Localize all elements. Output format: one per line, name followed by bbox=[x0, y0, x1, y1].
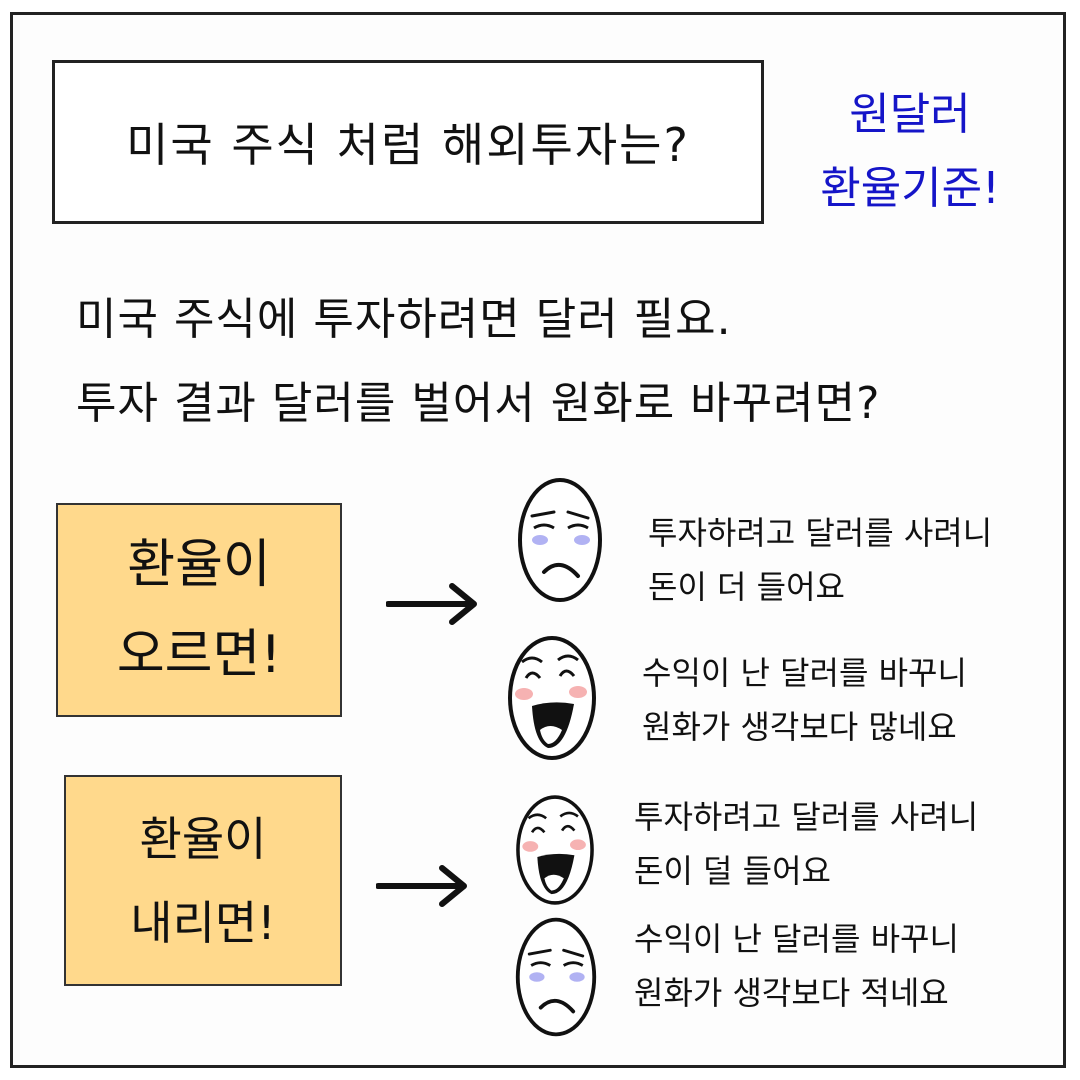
intro-text: 미국 주식에 투자하려면 달러 필요. 투자 결과 달러를 벌어서 원화로 바꾸… bbox=[76, 278, 1036, 446]
rate-up-outcome-2-line1: 수익이 난 달러를 바꾸니 bbox=[642, 654, 967, 692]
intro-line2: 투자 결과 달러를 벌어서 원화로 바꾸려면? bbox=[76, 378, 881, 429]
side-note: 원달러 환율기준! bbox=[800, 78, 1020, 226]
rate-up-outcome-2: 수익이 난 달러를 바꾸니 원화가 생각보다 많네요 bbox=[642, 646, 967, 754]
rate-up-label-line2: 오르면! bbox=[116, 625, 282, 685]
rate-down-label-line1: 환율이 bbox=[139, 811, 267, 866]
right-arrow-icon bbox=[386, 583, 477, 625]
rate-down-outcome-1-line2: 돈이 덜 들어요 bbox=[634, 852, 831, 890]
rate-down-outcome-1: 투자하려고 달러를 사려니 돈이 덜 들어요 bbox=[634, 790, 978, 898]
rate-up-outcome-1-line2: 돈이 더 들어요 bbox=[648, 568, 845, 606]
rate-down-outcome-2: 수익이 난 달러를 바꾸니 원화가 생각보다 적네요 bbox=[634, 912, 959, 1020]
title-box: 미국 주식 처럼 해외투자는? bbox=[52, 60, 764, 224]
rate-up-note: 환율이 오르면! bbox=[56, 503, 342, 717]
happy-face-icon bbox=[516, 795, 594, 905]
rate-up-outcome-2-line2: 원화가 생각보다 많네요 bbox=[642, 708, 957, 746]
rate-down-label-line2: 내리면! bbox=[130, 895, 276, 950]
happy-face-icon bbox=[508, 636, 596, 760]
rate-up-outcome-1-line1: 투자하려고 달러를 사려니 bbox=[648, 514, 993, 552]
rate-down-outcome-1-line1: 투자하려고 달러를 사려니 bbox=[634, 798, 979, 836]
rate-down-outcome-2-line2: 원화가 생각보다 적네요 bbox=[634, 974, 949, 1012]
sad-face-icon bbox=[518, 478, 602, 602]
side-note-line2: 환율기준! bbox=[820, 163, 1000, 214]
side-note-line1: 원달러 bbox=[849, 89, 971, 140]
sad-face-icon bbox=[515, 917, 597, 1037]
rate-down-outcome-2-line1: 수익이 난 달러를 바꾸니 bbox=[634, 920, 959, 958]
title-text: 미국 주식 처럼 해외투자는? bbox=[126, 118, 690, 172]
intro-line1: 미국 주식에 투자하려면 달러 필요. bbox=[76, 294, 732, 345]
rate-up-label-line1: 환율이 bbox=[127, 535, 271, 595]
rate-down-note: 환율이 내리면! bbox=[64, 775, 342, 986]
rate-up-outcome-1: 투자하려고 달러를 사려니 돈이 더 들어요 bbox=[648, 506, 992, 614]
right-arrow-icon bbox=[376, 865, 467, 907]
